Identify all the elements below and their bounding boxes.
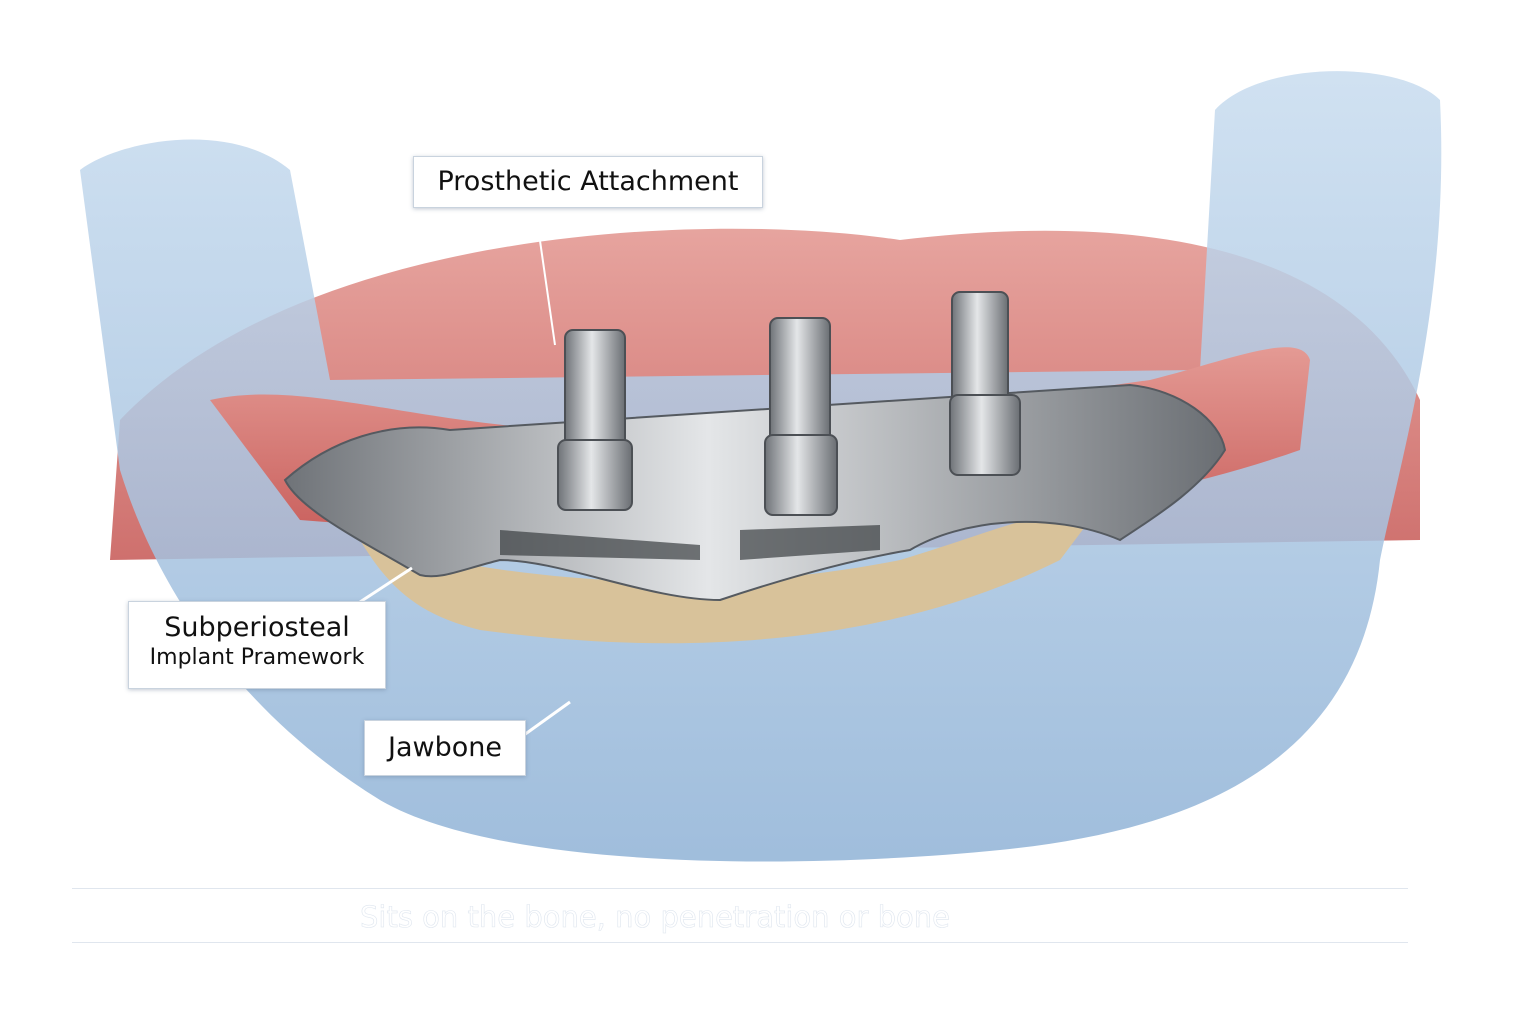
divider-top (72, 888, 1408, 889)
jawbone-label: Jawbone (364, 720, 526, 776)
exposed-bone (360, 513, 1090, 644)
prosthetic-attachment-label: Prosthetic Attachment (413, 156, 763, 208)
divider-bottom (72, 942, 1408, 943)
caption: Sits on the bone, no penetration or bone (360, 900, 951, 935)
framework-label-line1: Subperiosteal (164, 612, 350, 643)
framework-label: Subperiosteal Implant Pramework (128, 601, 386, 689)
prosthetic-posts (557, 291, 1021, 516)
framework-label-line2: Implant Pramework (149, 645, 365, 670)
